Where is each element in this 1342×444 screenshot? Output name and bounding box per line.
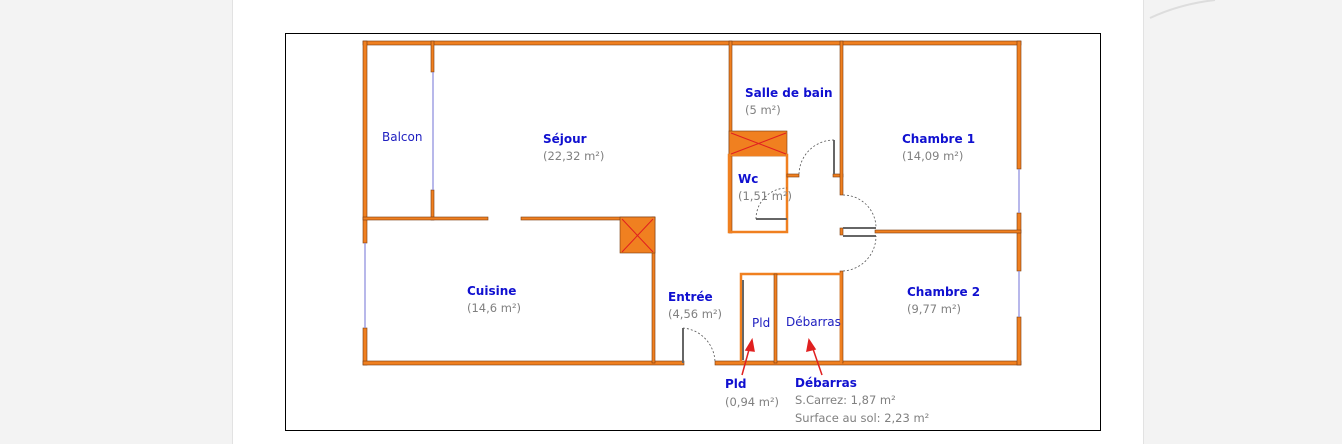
windows [364,72,1020,328]
room-area-sejour: (22,32 m²) [543,149,604,163]
room-name-cuisine: Cuisine [467,284,516,298]
room-name-salle-de-bain: Salle de bain [745,86,833,100]
room-name-sejour: Séjour [543,132,587,146]
room-area-entree: (4,56 m²) [668,307,722,321]
callout-sol-debarras: Surface au sol: 2,23 m² [795,411,929,425]
room-name-entree: Entrée [668,290,713,304]
room-label-pld: Pld [752,316,770,330]
plan-frame [285,33,1101,431]
room-area-chambre-2: (9,77 m²) [907,302,961,316]
room-name-chambre-1: Chambre 1 [902,132,975,146]
room-name-chambre-2: Chambre 2 [907,285,980,299]
callout-name-debarras: Débarras [795,376,857,390]
callout-name-pld: Pld [725,377,747,391]
room-area-cuisine: (14,6 m²) [467,301,521,315]
room-area-chambre-1: (14,09 m²) [902,149,963,163]
callout-carrez-debarras: S.Carrez: 1,87 m² [795,393,896,407]
doors [682,139,877,364]
callout-area-pld: (0,94 m²) [725,395,779,409]
decorative-curve [1149,0,1216,19]
room-name-balcon: Balcon [382,130,422,144]
arrows [741,337,823,376]
walls [362,40,1022,366]
room-area-salle-de-bain: (5 m²) [745,103,781,117]
room-area-wc: (1,51 m²) [738,189,792,203]
room-name-wc: Wc [738,172,758,186]
room-label-debarras: Débarras [786,315,841,329]
vents [621,132,787,253]
document-page [232,0,1144,444]
